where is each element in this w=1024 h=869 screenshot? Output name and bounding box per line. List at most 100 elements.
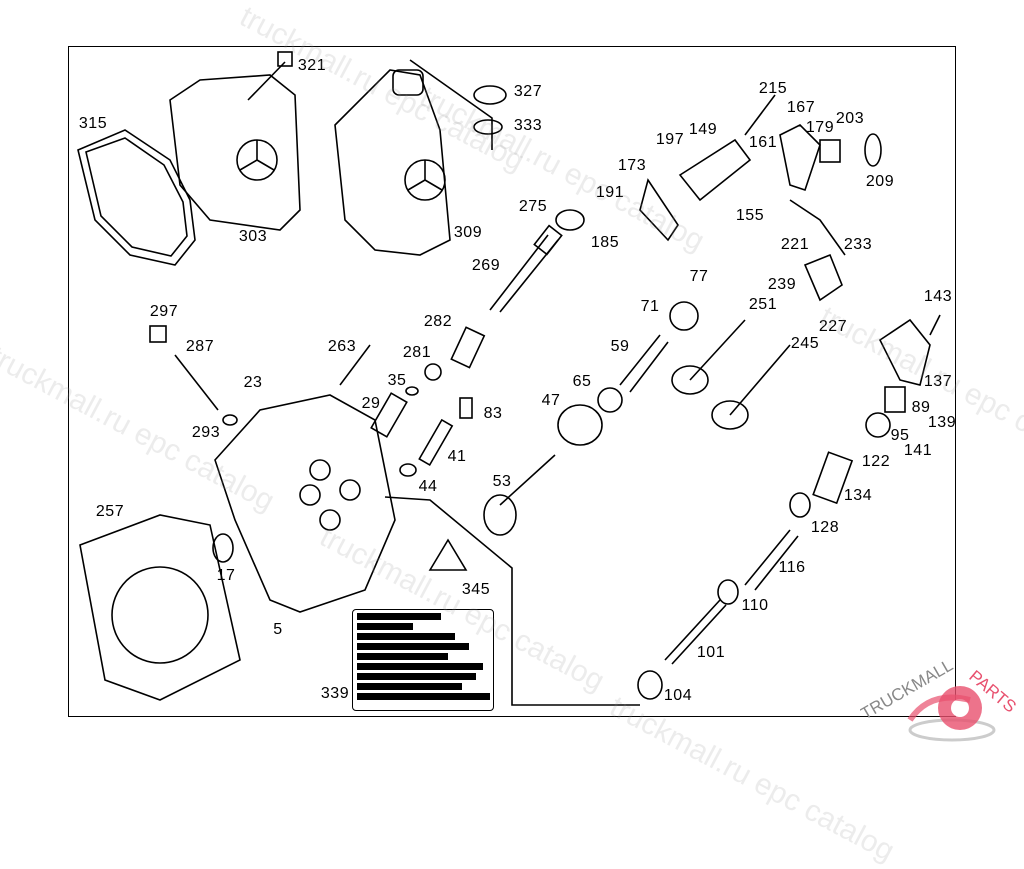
part-label-203[interactable]: 203 [835, 110, 865, 127]
part-47 [557, 404, 603, 446]
part-282 [450, 326, 486, 369]
part-label-227[interactable]: 227 [818, 318, 848, 335]
part-label-77[interactable]: 77 [689, 268, 709, 285]
part-333 [473, 119, 503, 135]
part-label-116[interactable]: 116 [778, 559, 806, 576]
part-215-bolt [744, 94, 776, 136]
part-label-23[interactable]: 23 [243, 374, 263, 391]
part-label-29[interactable]: 29 [361, 395, 381, 412]
part-173-rocker [639, 178, 679, 242]
part-label-53[interactable]: 53 [492, 473, 512, 490]
part-label-282[interactable]: 282 [423, 313, 453, 330]
part-label-333[interactable]: 333 [513, 117, 543, 134]
part-label-269[interactable]: 269 [471, 257, 501, 274]
part-95 [865, 412, 891, 438]
part-label-191[interactable]: 191 [595, 184, 625, 201]
part-label-134[interactable]: 134 [843, 487, 873, 504]
diagram-frame [68, 46, 956, 717]
part-label-215[interactable]: 215 [758, 80, 788, 97]
part-label-209[interactable]: 209 [865, 173, 895, 190]
part-65 [597, 387, 623, 413]
part-label-303[interactable]: 303 [238, 228, 268, 245]
part-label-293[interactable]: 293 [191, 424, 221, 441]
part-label-161[interactable]: 161 [748, 134, 778, 151]
part-339-engine-info-plate [352, 609, 494, 711]
part-label-89[interactable]: 89 [911, 399, 931, 416]
part-label-251[interactable]: 251 [748, 296, 778, 313]
part-label-44[interactable]: 44 [418, 478, 438, 495]
part-label-257[interactable]: 257 [95, 503, 125, 520]
part-label-281[interactable]: 281 [402, 344, 432, 361]
part-179-rocker [779, 124, 821, 192]
part-23 [222, 414, 238, 426]
part-label-17[interactable]: 17 [216, 567, 236, 584]
part-label-137[interactable]: 137 [923, 373, 953, 390]
part-321-bolt [247, 61, 286, 101]
part-label-5[interactable]: 5 [273, 621, 283, 638]
part-valves-intake [689, 319, 791, 416]
part-label-47[interactable]: 47 [541, 392, 561, 409]
part-71 [669, 301, 699, 331]
part-53-valve [499, 454, 556, 506]
part-label-128[interactable]: 128 [810, 519, 840, 536]
part-89 [884, 386, 906, 413]
part-149-rocker-shaft [678, 138, 752, 202]
part-label-141[interactable]: 141 [903, 442, 933, 459]
part-label-167[interactable]: 167 [786, 99, 816, 116]
part-label-104[interactable]: 104 [663, 687, 693, 704]
part-257-head-gasket [79, 514, 241, 701]
part-label-71[interactable]: 71 [640, 298, 660, 315]
part-110 [717, 579, 739, 605]
part-309-cover [334, 69, 451, 256]
part-label-173[interactable]: 173 [617, 157, 647, 174]
part-287-pin [174, 354, 219, 411]
part-label-239[interactable]: 239 [767, 276, 797, 293]
part-315-gasket [77, 129, 196, 266]
part-label-287[interactable]: 287 [185, 338, 215, 355]
part-label-149[interactable]: 149 [688, 121, 718, 138]
part-281 [424, 363, 442, 381]
part-label-35[interactable]: 35 [387, 372, 407, 389]
part-297 [149, 325, 167, 343]
part-label-143[interactable]: 143 [923, 288, 953, 305]
part-label-155[interactable]: 155 [735, 207, 765, 224]
part-label-345[interactable]: 345 [461, 581, 491, 598]
part-203 [819, 139, 841, 163]
part-label-110[interactable]: 110 [741, 597, 769, 614]
part-label-41[interactable]: 41 [447, 448, 467, 465]
part-label-263[interactable]: 263 [327, 338, 357, 355]
part-label-179[interactable]: 179 [805, 119, 835, 136]
part-label-221[interactable]: 221 [780, 236, 810, 253]
part-label-339[interactable]: 339 [320, 685, 350, 702]
part-label-297[interactable]: 297 [149, 303, 179, 320]
part-label-101[interactable]: 101 [696, 644, 726, 661]
part-5-cylinder-head [214, 394, 396, 613]
part-label-83[interactable]: 83 [483, 405, 503, 422]
part-label-122[interactable]: 122 [861, 453, 891, 470]
part-104 [637, 670, 663, 700]
part-35 [405, 386, 419, 396]
part-label-185[interactable]: 185 [590, 234, 620, 251]
part-137-bracket [878, 318, 931, 386]
part-label-197[interactable]: 197 [655, 131, 685, 148]
part-label-327[interactable]: 327 [513, 83, 543, 100]
part-143-bolt [929, 314, 941, 336]
part-59-spring [619, 334, 669, 393]
part-label-59[interactable]: 59 [610, 338, 630, 355]
part-label-309[interactable]: 309 [453, 224, 483, 241]
part-label-65[interactable]: 65 [572, 373, 592, 390]
part-17 [212, 533, 234, 563]
part-116-spring [744, 529, 799, 591]
part-128 [789, 492, 811, 518]
part-label-315[interactable]: 315 [78, 115, 108, 132]
part-label-321[interactable]: 321 [297, 57, 327, 74]
part-41 [418, 418, 454, 467]
part-label-245[interactable]: 245 [790, 335, 820, 352]
exploded-parts-drawing [77, 51, 941, 706]
part-327 [473, 85, 507, 105]
part-label-275[interactable]: 275 [518, 198, 548, 215]
part-label-95[interactable]: 95 [890, 427, 910, 444]
part-221-rocker [803, 253, 843, 302]
part-label-139[interactable]: 139 [927, 414, 957, 431]
part-label-233[interactable]: 233 [843, 236, 873, 253]
